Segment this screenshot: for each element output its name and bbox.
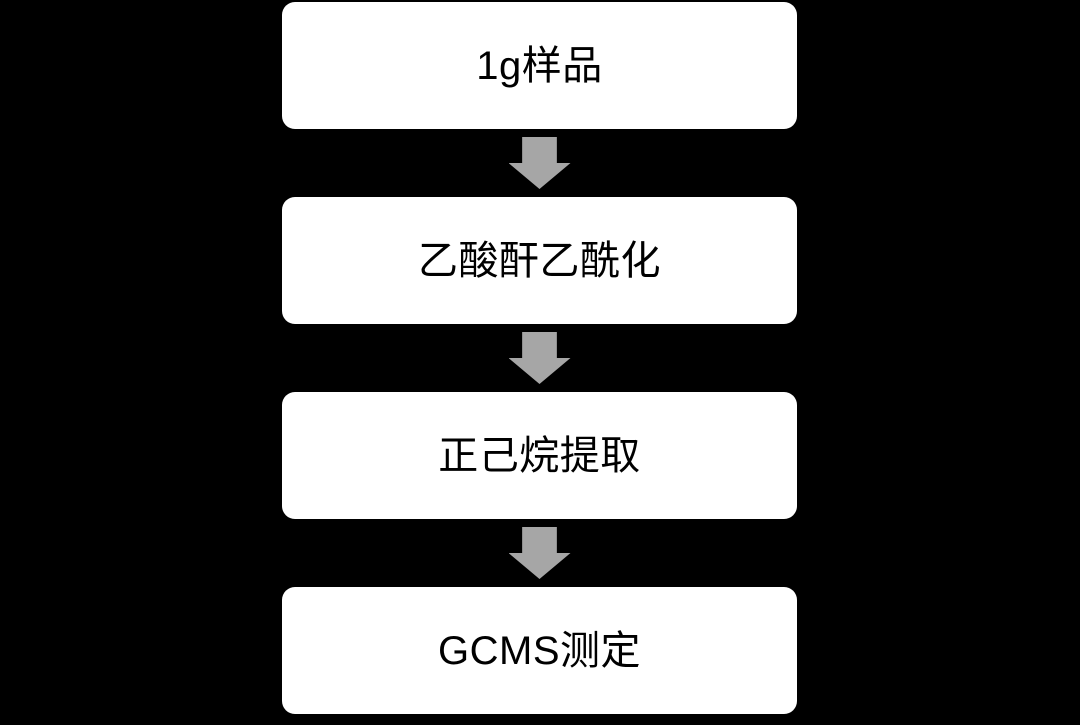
flow-step-extraction-label: 正己烷提取	[438, 433, 641, 478]
flowchart: 1g样品 乙酸酐乙酰化 正己烷提取 GCMS测定	[282, 2, 797, 714]
down-arrow-icon	[508, 332, 571, 384]
flow-step-gcms-label: GCMS测定	[438, 628, 641, 673]
down-arrow-icon	[508, 137, 571, 189]
flow-step-gcms: GCMS测定	[282, 587, 797, 714]
flow-step-sample: 1g样品	[282, 2, 797, 129]
flow-step-extraction: 正己烷提取	[282, 392, 797, 519]
flow-step-sample-label: 1g样品	[476, 43, 603, 88]
flow-step-acetylation-label: 乙酸酐乙酰化	[418, 238, 661, 283]
flow-step-acetylation: 乙酸酐乙酰化	[282, 197, 797, 324]
down-arrow-icon	[508, 527, 571, 579]
